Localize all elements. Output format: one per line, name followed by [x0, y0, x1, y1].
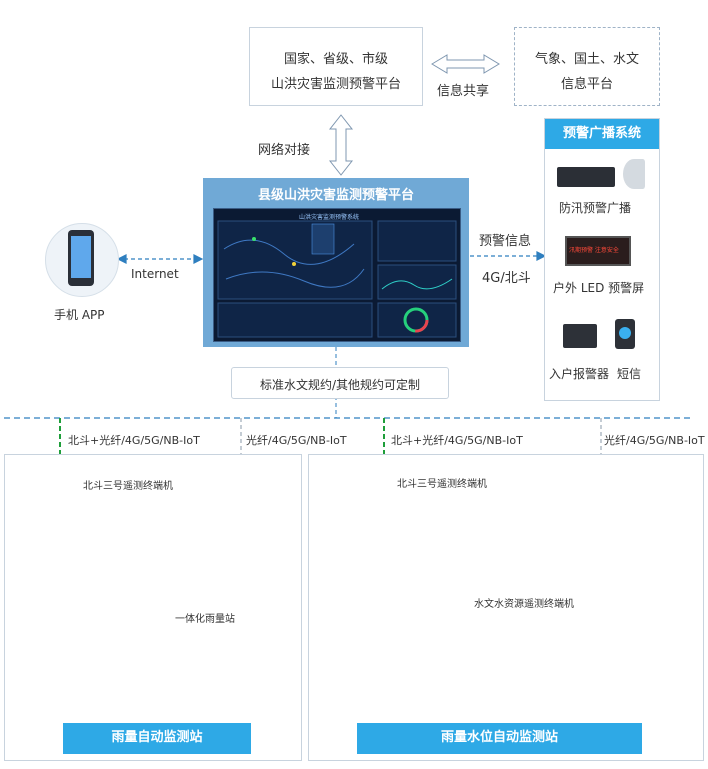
rain-terminal-label: 北斗三号遥测终端机	[83, 481, 173, 492]
warning-info-label: 预警信息	[479, 234, 532, 249]
dashboard-screenshot: 山洪灾害监测预警系统	[213, 208, 461, 342]
loudspeaker-icon	[623, 159, 645, 189]
link-left-green: 北斗+光纤/4G/5G/NB-IoT	[68, 434, 200, 447]
info-share-arrow	[431, 54, 500, 74]
water-terminal-label: 北斗三号遥测终端机	[397, 479, 487, 490]
rain-station-title: 雨量自动监测站	[63, 723, 251, 754]
phone-icon	[68, 230, 94, 286]
broadcast-device-icon	[557, 167, 615, 187]
national-platform-line1: 国家、省级、市级	[283, 52, 388, 67]
water-station-title: 雨量水位自动监测站	[357, 723, 642, 754]
broadcast-item-2: 户外 LED 预警屏	[553, 281, 645, 295]
protocol-label: 标准水文规约/其他规约可定制	[259, 378, 421, 392]
water-station-box: 北斗三号遥测终端机 水文水资源遥测终端机 雨量水位自动监测站	[308, 454, 704, 761]
link-right-green: 北斗+光纤/4G/5G/NB-IoT	[391, 434, 523, 447]
mobile-app-label: 手机 APP	[54, 308, 105, 322]
home-alarm-icon	[563, 324, 597, 348]
broadcast-item-1: 防汛预警广播	[559, 201, 632, 215]
dashboard-graphic	[217, 220, 457, 338]
broadcast-panel: 预警广播系统 防汛预警广播 汛期预警 注意安全 户外 LED 预警屏 入户报警器…	[544, 118, 660, 401]
dashboard-title: 山洪灾害监测预警系统	[299, 214, 360, 221]
internet-arrow	[116, 254, 204, 264]
broadcast-title: 预警广播系统	[545, 119, 659, 149]
hydro-terminal-label: 水文水资源遥测终端机	[474, 599, 574, 610]
led-screen-text: 汛期预警 注意安全	[569, 247, 619, 254]
broadcast-item-3a: 入户报警器	[549, 367, 610, 381]
county-platform-title: 县级山洪灾害监测预警平台	[257, 188, 414, 203]
national-platform-line2: 山洪灾害监测预警平台	[270, 77, 401, 92]
national-platform-box: 国家、省级、市级 山洪灾害监测预警平台	[249, 27, 423, 106]
protocol-box: 标准水文规约/其他规约可定制	[231, 367, 449, 399]
county-platform: 县级山洪灾害监测预警平台 山洪灾害监测预警系统	[203, 178, 469, 347]
led-screen-icon: 汛期预警 注意安全	[565, 236, 631, 266]
network-dock-arrow	[328, 114, 354, 176]
info-platform-line2: 信息平台	[560, 77, 613, 92]
network-dock-label: 网络对接	[258, 143, 311, 158]
sms-icon	[615, 319, 635, 349]
rain-station-box: 北斗三号遥测终端机 一体化雨量站 雨量自动监测站	[4, 454, 302, 761]
broadcast-item-3b: 短信	[617, 367, 642, 381]
phone-circle	[45, 223, 119, 297]
integrated-rain-station-label: 一体化雨量站	[175, 614, 235, 625]
info-platform-line1: 气象、国土、水文	[534, 52, 639, 67]
comm-4g-beidou-label: 4G/北斗	[482, 271, 531, 286]
warning-arrow	[470, 251, 547, 261]
internet-label: Internet	[131, 267, 179, 281]
info-share-label: 信息共享	[437, 84, 490, 99]
link-right-gray: 光纤/4G/5G/NB-IoT	[604, 434, 705, 447]
info-platform-box: 气象、国土、水文 信息平台	[514, 27, 660, 106]
link-left-gray: 光纤/4G/5G/NB-IoT	[246, 434, 347, 447]
